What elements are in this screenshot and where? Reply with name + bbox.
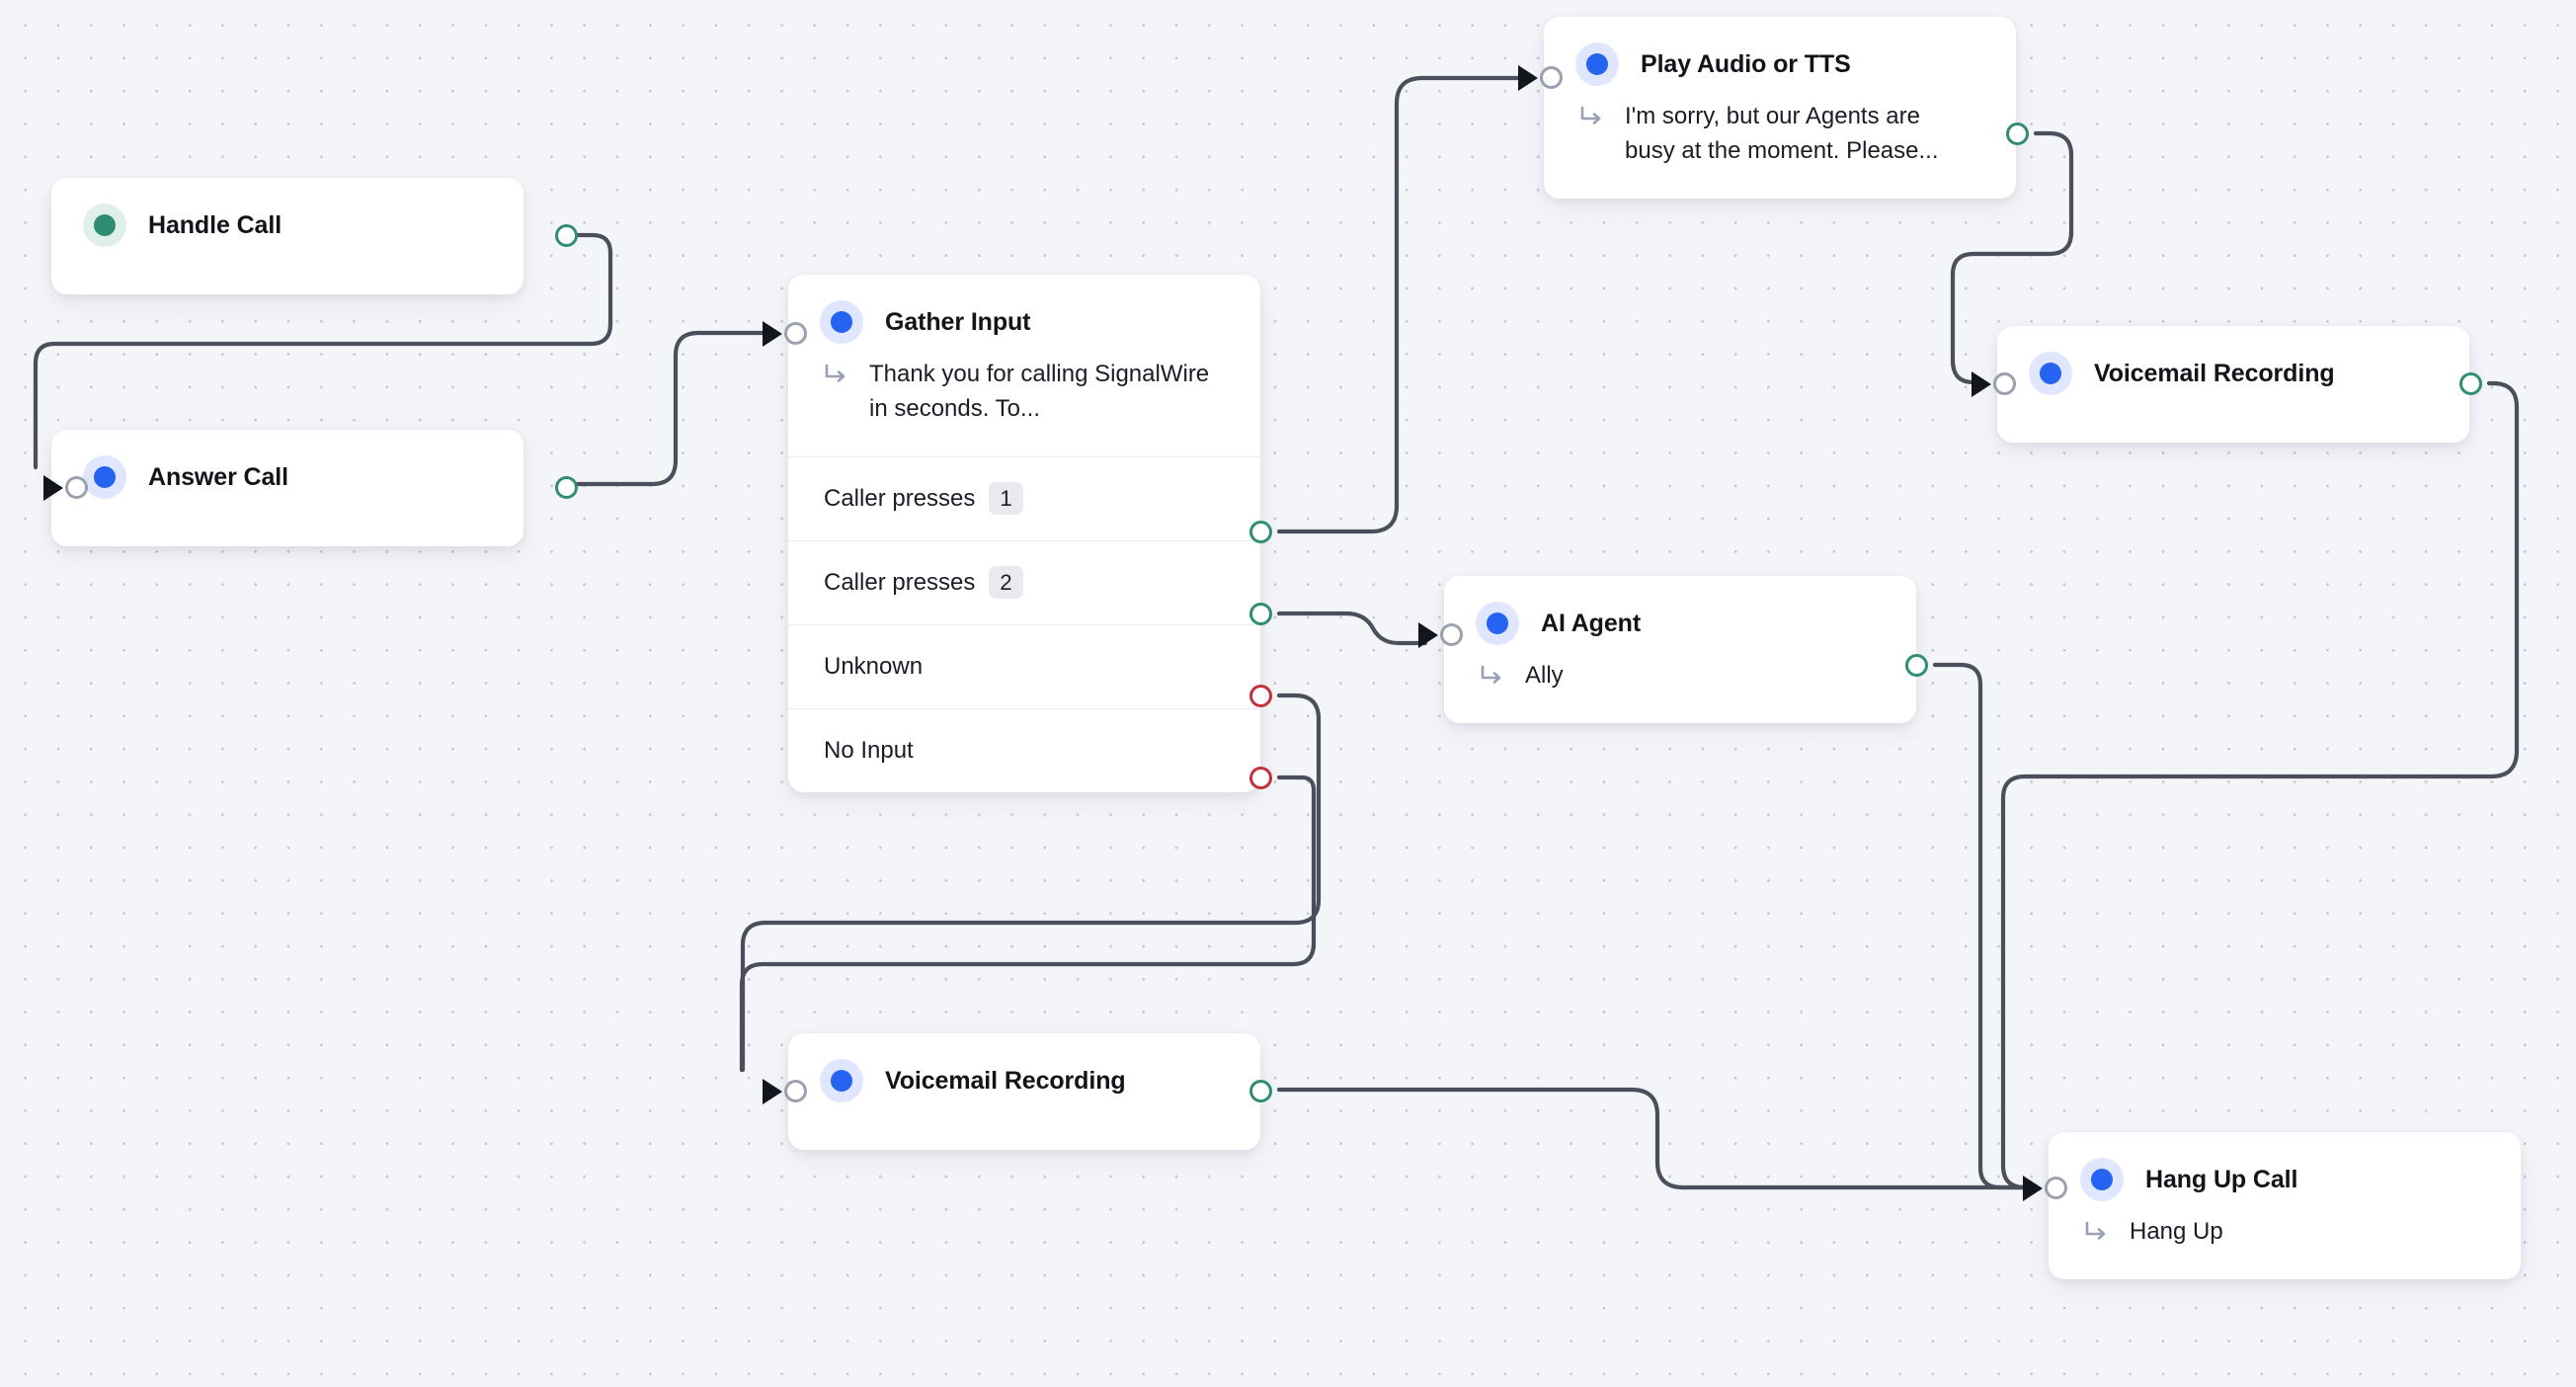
- output-port-voicemail-bottom[interactable]: [1249, 1080, 1272, 1102]
- node-hang-up-call[interactable]: Hang Up Call Hang Up: [2049, 1132, 2521, 1279]
- edge-no-input-to-voicemail-bottom: [739, 775, 1317, 1073]
- input-arrow-voicemail-bottom: [763, 1079, 782, 1104]
- branch-badge: 2: [989, 565, 1023, 600]
- branch-unknown[interactable]: Unknown: [788, 623, 1260, 708]
- status-dot-icon: [2029, 352, 2072, 395]
- input-arrow-gather-input: [763, 321, 782, 347]
- branch-press-2[interactable]: Caller presses 2: [788, 539, 1260, 624]
- node-title: Hang Up Call: [2145, 1165, 2298, 1193]
- node-subtitle: Ally: [1525, 662, 1564, 689]
- node-header: Gather Input: [788, 275, 1260, 358]
- node-title: Voicemail Recording: [885, 1066, 1126, 1095]
- node-subtitle-row: Thank you for calling SignalWire in seco…: [788, 358, 1260, 456]
- node-voicemail-recording-bottom[interactable]: Voicemail Recording: [788, 1033, 1260, 1150]
- output-port-no-input[interactable]: [1249, 767, 1272, 789]
- edge-press-2-to-ai-agent: [1276, 611, 1428, 646]
- arrow-branch-icon: [2084, 1221, 2110, 1250]
- node-subtitle-row: Ally: [1444, 659, 1916, 723]
- edge-press-1-to-play-audio: [1276, 75, 1522, 534]
- branch-label: Caller presses: [824, 568, 976, 596]
- node-header: Hang Up Call: [2049, 1132, 2521, 1215]
- input-port-ai-agent[interactable]: [1440, 623, 1463, 646]
- input-arrow-voicemail-top: [1972, 371, 1991, 397]
- output-port-ai-agent[interactable]: [1905, 654, 1928, 677]
- input-port-voicemail-bottom[interactable]: [784, 1080, 807, 1102]
- node-title: AI Agent: [1541, 609, 1642, 637]
- output-port-answer-call[interactable]: [555, 476, 578, 499]
- status-dot-icon: [83, 204, 126, 247]
- node-header: Handle Call: [51, 178, 523, 273]
- branch-label: No Input: [824, 736, 914, 764]
- input-arrow-hang-up: [2023, 1176, 2043, 1201]
- output-port-play-audio[interactable]: [2006, 122, 2029, 145]
- input-port-gather-input[interactable]: [784, 322, 807, 345]
- edge-ai-agent-to-hang-up: [1932, 662, 2031, 1190]
- node-header: Play Audio or TTS: [1544, 17, 2016, 100]
- node-header: Answer Call: [51, 430, 523, 525]
- branch-label: Unknown: [824, 652, 924, 680]
- node-title: Gather Input: [885, 307, 1031, 336]
- input-arrow-answer-call: [43, 475, 63, 501]
- node-subtitle: I'm sorry, but our Agents are busy at th…: [1625, 103, 1939, 164]
- status-dot-icon: [83, 455, 126, 499]
- output-port-press-1[interactable]: [1249, 521, 1272, 543]
- input-port-hang-up[interactable]: [2045, 1177, 2067, 1199]
- input-arrow-play-audio: [1518, 65, 1538, 91]
- output-port-voicemail-top[interactable]: [2459, 372, 2482, 395]
- branch-badge: 1: [989, 481, 1023, 516]
- edge-answer-call-to-gather-input: [563, 330, 771, 487]
- branch-press-1[interactable]: Caller presses 1: [788, 455, 1260, 540]
- status-dot-icon: [1476, 602, 1519, 645]
- node-title: Handle Call: [148, 210, 282, 239]
- node-answer-call[interactable]: Answer Call: [51, 430, 523, 546]
- node-handle-call[interactable]: Handle Call: [51, 178, 523, 294]
- node-header: AI Agent: [1444, 576, 1916, 659]
- input-port-play-audio[interactable]: [1540, 66, 1563, 89]
- edge-voicemail-bottom-to-hang-up: [1276, 1087, 2031, 1190]
- input-port-voicemail-top[interactable]: [1993, 372, 2016, 395]
- edge-voicemail-top-to-hang-up: [2000, 380, 2520, 1190]
- input-port-answer-call[interactable]: [65, 476, 88, 499]
- node-title: Answer Call: [148, 462, 289, 491]
- node-play-audio-or-tts[interactable]: Play Audio or TTS I'm sorry, but our Age…: [1544, 17, 2016, 199]
- arrow-branch-icon: [824, 364, 849, 392]
- node-voicemail-recording-top[interactable]: Voicemail Recording: [1997, 326, 2469, 443]
- node-title: Play Audio or TTS: [1641, 49, 1851, 78]
- branch-list: Caller presses 1 Caller presses 2 Unknow…: [788, 455, 1260, 792]
- arrow-branch-icon: [1480, 665, 1505, 694]
- node-subtitle: Thank you for calling SignalWire in seco…: [869, 361, 1210, 422]
- node-header: Voicemail Recording: [788, 1033, 1260, 1128]
- node-subtitle-row: Hang Up: [2049, 1215, 2521, 1279]
- node-title: Voicemail Recording: [2094, 359, 2335, 387]
- node-subtitle: Hang Up: [2130, 1218, 2223, 1245]
- input-arrow-ai-agent: [1418, 622, 1438, 648]
- node-subtitle-row: I'm sorry, but our Agents are busy at th…: [1544, 100, 2016, 199]
- status-dot-icon: [2080, 1158, 2124, 1201]
- output-port-unknown[interactable]: [1249, 685, 1272, 707]
- status-dot-icon: [820, 300, 863, 344]
- branch-no-input[interactable]: No Input: [788, 707, 1260, 792]
- output-port-press-2[interactable]: [1249, 603, 1272, 625]
- status-dot-icon: [1575, 42, 1619, 86]
- node-ai-agent[interactable]: AI Agent Ally: [1444, 576, 1916, 723]
- status-dot-icon: [820, 1059, 863, 1102]
- node-header: Voicemail Recording: [1997, 326, 2469, 421]
- node-gather-input[interactable]: Gather Input Thank you for calling Signa…: [788, 275, 1260, 792]
- output-port-handle-call[interactable]: [555, 224, 578, 247]
- arrow-branch-icon: [1579, 106, 1605, 134]
- branch-label: Caller presses: [824, 484, 976, 512]
